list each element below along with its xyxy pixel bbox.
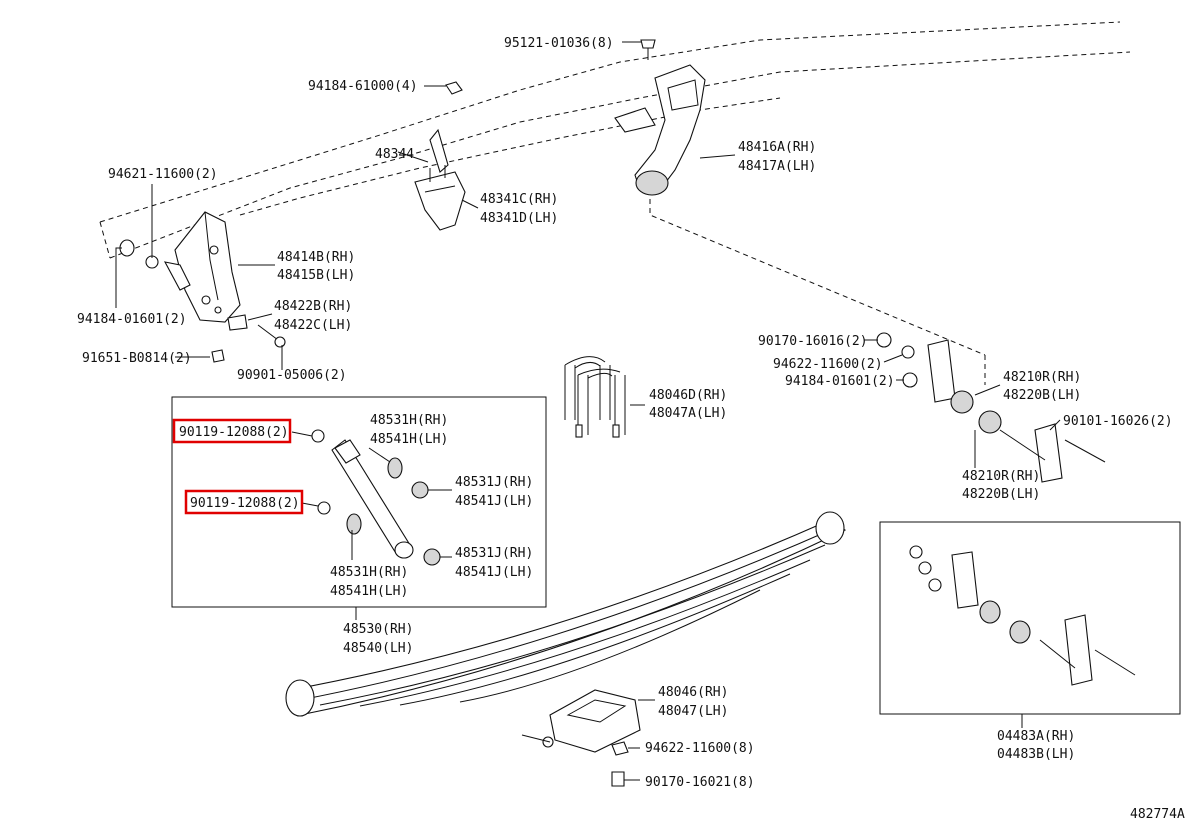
highlight-box-lower-bolt (184, 489, 304, 515)
frame-rail (99, 21, 1131, 385)
part-label[interactable]: 48220B(LH) (962, 487, 1040, 502)
part-label[interactable]: 48540(LH) (343, 641, 413, 656)
part-label[interactable]: 90901-05006(2) (237, 368, 347, 383)
part-label[interactable]: 90101-16026(2) (1063, 414, 1173, 429)
part-label[interactable]: 90170-16016(2) (758, 334, 868, 349)
rear-shackle (876, 332, 1106, 483)
leaf-spring (285, 511, 847, 717)
u-bolts (564, 356, 626, 438)
part-label[interactable]: 94184-01601(2) (785, 374, 895, 389)
shackle-kit-box (879, 521, 1181, 715)
diagram-id: 482774A (1130, 807, 1185, 822)
part-label[interactable]: 48047A(LH) (649, 406, 727, 421)
part-label[interactable]: 48414B(RH) (277, 250, 355, 265)
part-label[interactable]: 94621-11600(2) (108, 167, 218, 182)
part-label[interactable]: 04483A(RH) (997, 729, 1075, 744)
leader-lines (115, 41, 1061, 781)
part-label[interactable]: 94184-01601(2) (77, 312, 187, 327)
fasteners (119, 39, 656, 787)
front-spring-hanger (163, 211, 241, 323)
part-label[interactable]: 48541H(LH) (370, 432, 448, 447)
part-label[interactable]: 48416A(RH) (738, 140, 816, 155)
part-label[interactable]: 48531J(RH) (455, 546, 533, 561)
part-label[interactable]: 48046D(RH) (649, 388, 727, 403)
bump-stopper (414, 128, 466, 231)
part-label[interactable]: 04483B(LH) (997, 747, 1075, 762)
part-label[interactable]: 48541H(LH) (330, 584, 408, 599)
part-label[interactable]: 48210R(RH) (962, 469, 1040, 484)
part-label[interactable]: 48422B(RH) (274, 299, 352, 314)
part-label[interactable]: 48344 (375, 147, 414, 162)
part-label[interactable]: 48210R(RH) (1003, 370, 1081, 385)
part-label[interactable]: 94622-11600(2) (773, 357, 883, 372)
part-label[interactable]: 48047(LH) (658, 704, 728, 719)
part-label[interactable]: 48341D(LH) (480, 211, 558, 226)
highlight-box-upper-bolt (172, 418, 292, 444)
part-label[interactable]: 48422C(LH) (274, 318, 352, 333)
part-label[interactable]: 95121-01036(8) (504, 36, 614, 51)
part-label[interactable]: 48531H(RH) (370, 413, 448, 428)
part-labels: 95121-01036(8) 94184-61000(4) 48344 4841… (77, 36, 1173, 790)
part-label[interactable]: 48220B(LH) (1003, 388, 1081, 403)
part-label[interactable]: 48417A(LH) (738, 159, 816, 174)
part-label[interactable]: 48531H(RH) (330, 565, 408, 580)
part-label-highlighted[interactable]: 90119-12088(2) (190, 496, 300, 511)
part-label[interactable]: 90170-16021(8) (645, 775, 755, 790)
part-label[interactable]: 91651-B0814(2) (82, 351, 192, 366)
rear-spring-hanger (614, 64, 706, 196)
part-label[interactable]: 94622-11600(8) (645, 741, 755, 756)
part-label[interactable]: 48341C(RH) (480, 192, 558, 207)
part-label[interactable]: 48531J(RH) (455, 475, 533, 490)
part-label[interactable]: 48541J(LH) (455, 565, 533, 580)
part-label[interactable]: 48415B(LH) (277, 268, 355, 283)
spring-seat (521, 689, 641, 753)
part-label[interactable]: 94184-61000(4) (308, 79, 418, 94)
part-label[interactable]: 48541J(LH) (455, 494, 533, 509)
part-label[interactable]: 48046(RH) (658, 685, 728, 700)
part-label[interactable]: 48530(RH) (343, 622, 413, 637)
part-label-highlighted[interactable]: 90119-12088(2) (179, 425, 289, 440)
shock-absorber-box (171, 396, 547, 608)
